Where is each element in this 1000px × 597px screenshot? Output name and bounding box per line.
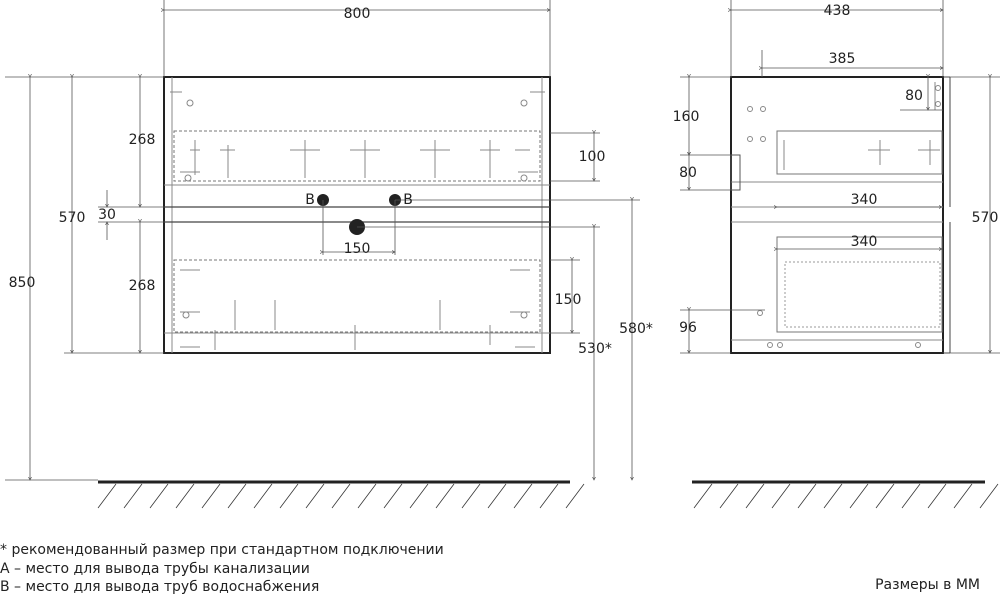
side-floor (692, 480, 999, 509)
dimension-labels: 800 850 570 268 268 30 100 150 150 580* … (9, 3, 999, 357)
floor-hatch-line (539, 483, 559, 509)
side-dimensions (680, 0, 1000, 353)
front-view (163, 76, 551, 354)
floor-hatch-line (927, 483, 947, 509)
dim-drawer-bottom: 268 (129, 278, 156, 294)
note-water: В – место для вывода труб водоснабжения (0, 579, 320, 595)
floor-hatch-line (149, 483, 169, 509)
note-recommended: * рекомендованный размер при стандартном… (0, 542, 444, 558)
label-b-left: B (305, 192, 315, 208)
floor-hatch-line (849, 483, 869, 509)
dim-drawer-top: 268 (129, 132, 156, 148)
side-upper-drawer (776, 130, 943, 175)
dim-pipe-spacing: 150 (344, 241, 371, 257)
floor-hatch-line (331, 483, 351, 509)
lower-drawer (173, 259, 541, 333)
floor-hatch-line (201, 483, 221, 509)
dim-side-570: 570 (972, 210, 999, 226)
upper-drawer (173, 130, 541, 182)
floor-hatch-line (901, 483, 921, 509)
side-view (730, 76, 951, 354)
dim-160: 160 (673, 109, 700, 125)
floor-hatch-line (383, 483, 403, 509)
side-cabinet-outline (730, 76, 944, 354)
dim-530: 530* (578, 341, 612, 357)
dim-80-top: 80 (905, 88, 923, 104)
side-lower-drawer (776, 236, 943, 333)
floor-hatch-line (797, 483, 817, 509)
floor-hatch-line (487, 483, 507, 509)
front-cabinet-outline (163, 76, 551, 354)
dim-body-height: 570 (59, 210, 86, 226)
floor-hatch-line (953, 483, 973, 509)
floor-hatch-line (719, 483, 739, 509)
floor-hatch-line (253, 483, 273, 509)
label-b-right: B (403, 192, 413, 208)
dim-340-top: 340 (851, 192, 878, 208)
dim-340-bottom: 340 (851, 234, 878, 250)
floor-hatch-line (279, 483, 299, 509)
dim-580: 580* (619, 321, 653, 337)
note-drain: А – место для вывода трубы канализации (0, 561, 310, 577)
floor-hatch-line (823, 483, 843, 509)
dim-80-left: 80 (679, 165, 697, 181)
dim-depth-total: 438 (824, 3, 851, 19)
floor-hatch-line (745, 483, 765, 509)
floor-hatch-line (97, 483, 117, 509)
dim-bottom-shelf: 150 (555, 292, 582, 308)
units-label: Размеры в ММ (875, 577, 980, 593)
floor-hatch-line (565, 483, 585, 509)
floor-hatch-line (175, 483, 195, 509)
floor-hatch-line (123, 483, 143, 509)
floor-hatch-line (875, 483, 895, 509)
dim-96: 96 (679, 320, 697, 336)
dim-top-shelf: 100 (579, 149, 606, 165)
dim-width: 800 (344, 6, 371, 22)
floor-hatch-line (305, 483, 325, 509)
dim-depth-inner: 385 (829, 51, 856, 67)
front-floor (97, 480, 585, 509)
floor-hatch-line (409, 483, 429, 509)
floor-hatch-line (979, 483, 999, 509)
floor-hatch-line (227, 483, 247, 509)
floor-hatch-line (435, 483, 455, 509)
floor-hatch-line (357, 483, 377, 509)
front-dimensions (5, 0, 640, 480)
dim-total-height: 850 (9, 275, 36, 291)
floor-hatch-line (461, 483, 481, 509)
floor-hatch-line (693, 483, 713, 509)
dim-gap: 30 (98, 207, 116, 223)
floor-hatch-line (771, 483, 791, 509)
floor-hatch-line (513, 483, 533, 509)
